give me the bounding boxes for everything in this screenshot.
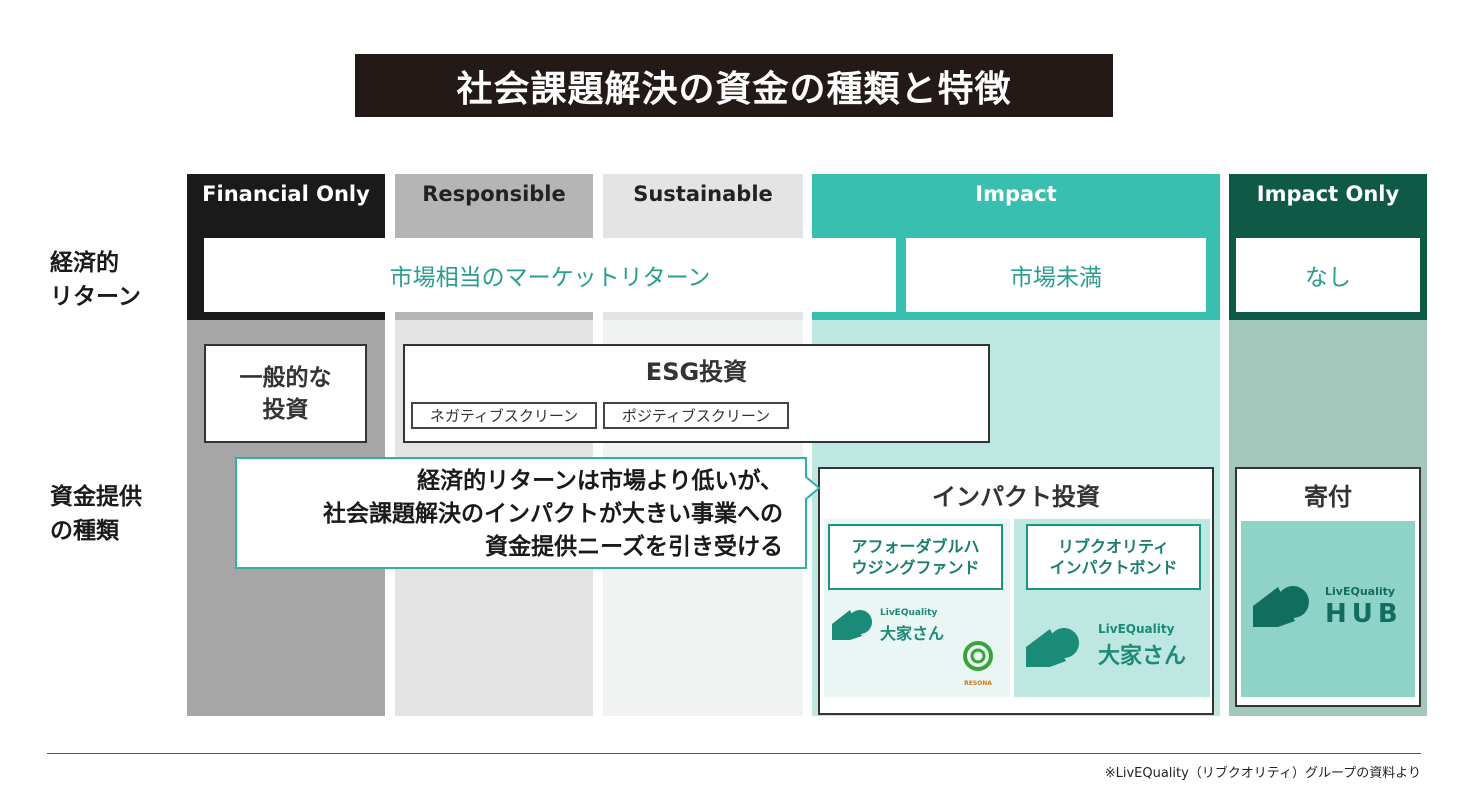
page-title: 社会課題解決の資金の種類と特徴 (355, 54, 1113, 117)
row-label-return-line2: リターン (50, 284, 141, 310)
oya-text: 大家さん (1098, 644, 1187, 669)
row-label-return-line1: 経済的 (50, 250, 119, 276)
positive-screen-tag: ポジティブスクリーン (603, 402, 789, 429)
impact-bond-line2: インパクトボンド (1049, 558, 1178, 577)
impact-investment-box: インパクト投資 アフォーダブルハ ウジングファンド LivEQuality 大家… (818, 467, 1214, 715)
source-note: ※LivEQuality（リブクオリティ）グループの資料より (1104, 766, 1421, 781)
return-none: なし (1236, 238, 1420, 312)
donation-title: 寄付 (1304, 483, 1352, 511)
general-investment-box: 一般的な 投資 (204, 344, 367, 443)
donation-box: 寄付 LivEQuality HUB (1235, 467, 1421, 707)
brand-small-text: LivEQuality (880, 608, 938, 618)
general-investment-line2: 投資 (262, 396, 309, 423)
column-header-responsible: Responsible (395, 174, 593, 214)
row-label-funding: 資金提供 の種類 (50, 480, 142, 548)
column-header-financial-only: Financial Only (187, 174, 385, 214)
column-header-impact-only: Impact Only (1229, 174, 1427, 214)
return-below-market: 市場未満 (906, 238, 1206, 312)
brand-text: LivEQuality (1098, 622, 1175, 636)
impact-bond-line1: リブクオリティ (1057, 537, 1170, 556)
hub-text: HUB (1325, 599, 1403, 629)
house-logo-icon-hub (1253, 586, 1309, 627)
row-label-return: 経済的 リターン (50, 246, 141, 314)
impact-investment-title: インパクト投資 (932, 483, 1100, 511)
column-header-impact: Impact (812, 174, 1220, 214)
callout-line3: 資金提供ニーズを引き受ける (485, 534, 783, 560)
column-header-sustainable: Sustainable (603, 174, 803, 214)
esg-investment-box: ESG投資 ネガティブスクリーン ポジティブスクリーン (403, 344, 990, 443)
callout-box: 経済的リターンは市場より低いが、 社会課題解決のインパクトが大きい事業への 資金… (235, 457, 807, 569)
housing-fund-tag: アフォーダブルハ ウジングファンド (828, 524, 1003, 590)
row-label-funding-line1: 資金提供 (50, 484, 142, 510)
house-logo-icon-small (832, 610, 872, 640)
house-logo-icon (1026, 628, 1079, 667)
oya-small-text: 大家さん (880, 624, 945, 643)
callout-line2: 社会課題解決のインパクトが大きい事業への (323, 501, 783, 527)
impact-bond-tag: リブクオリティ インパクトボンド (1026, 524, 1201, 590)
negative-screen-tag: ネガティブスクリーン (411, 402, 597, 429)
housing-fund-line1: アフォーダブルハ (851, 537, 980, 556)
callout-line1: 経済的リターンは市場より低いが、 (417, 468, 783, 494)
housing-fund-line2: ウジングファンド (851, 558, 980, 577)
return-market: 市場相当のマーケットリターン (204, 238, 896, 312)
callout-pointer (805, 476, 821, 500)
resona-text: RESONA (964, 680, 992, 687)
row-label-funding-line2: の種類 (50, 518, 119, 544)
esg-investment-title: ESG投資 (645, 358, 748, 386)
footer-divider (47, 753, 1421, 754)
resona-logo-icon (963, 641, 993, 671)
general-investment-line1: 一般的な (239, 364, 332, 391)
hub-brand-text: LivEQuality (1325, 585, 1396, 598)
